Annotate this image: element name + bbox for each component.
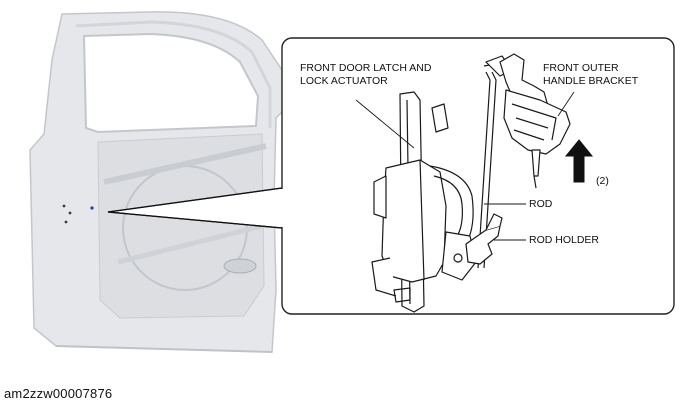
callout-wedge-edge-bottom [107, 211, 283, 229]
arrow-up-icon [564, 139, 594, 183]
rod-shaft-b [483, 71, 497, 269]
callout-box [281, 37, 675, 315]
door-inner-panel [97, 133, 265, 319]
rod-holder-clip [465, 225, 501, 265]
label-step: (2) [596, 175, 609, 187]
label-rod-holder: ROD HOLDER [529, 234, 599, 246]
label-latch-line2: LOCK ACTUATOR [300, 75, 388, 87]
label-latch-line1: FRONT DOOR LATCH AND [300, 62, 432, 74]
callout-wedge-edge-top [107, 187, 283, 213]
bracket-stem [531, 149, 541, 177]
latch-cap [431, 103, 449, 133]
rod-holder-tab [485, 213, 503, 231]
latch-lower-tab [371, 257, 397, 297]
latch-screw-1 [62, 204, 66, 208]
latch-flange [373, 175, 387, 219]
latch-screw-3 [64, 220, 68, 224]
rod-holder [465, 213, 503, 265]
door-illustration [29, 11, 285, 353]
door-beam-2 [117, 223, 263, 265]
bracket-rib-2 [513, 129, 545, 141]
window-frame-line [75, 20, 272, 128]
bracket-pin [533, 175, 537, 189]
latch-screw-2 [68, 211, 72, 215]
bracket-body [503, 89, 571, 155]
leader-lines [355, 91, 575, 241]
rod-shaft-a [477, 71, 491, 269]
bracket-face-line [511, 103, 557, 141]
latch-pivot [453, 253, 463, 263]
outer-handle-bracket [485, 53, 571, 189]
label-handle-line1: FRONT OUTER [543, 62, 619, 74]
inner-handle-recess [223, 258, 257, 274]
label-handle-line2: HANDLE BRACKET [543, 75, 639, 87]
latch-body [381, 159, 447, 283]
latch-mount-hole [393, 287, 411, 303]
leader-handle [557, 91, 575, 117]
door-window-opening [82, 32, 260, 134]
latch-assembly [371, 91, 477, 313]
latch-lever-inner [433, 175, 463, 239]
latch-body-face [419, 159, 425, 281]
label-rod: ROD [529, 198, 553, 210]
latch-screw-4 [90, 206, 94, 210]
bracket-rib [515, 117, 549, 129]
door-bottom-edge [55, 345, 273, 353]
figure-code: am2zzw00007876 [4, 386, 113, 401]
door-beam [103, 143, 267, 185]
leader-latch [355, 99, 415, 149]
